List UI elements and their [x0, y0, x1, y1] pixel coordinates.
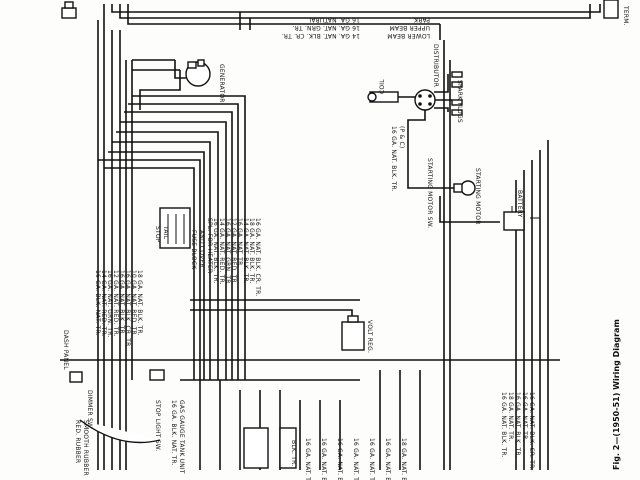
generator-icon	[185, 59, 211, 87]
fuse-wire-label: 16 GA. NAT. BLK. CR. TR.	[254, 218, 261, 297]
generator-label: GENERATOR	[218, 64, 225, 103]
battery-label: BATTERY	[516, 190, 523, 218]
figure-caption: Fig. 2—(1950-51) Wiring Diagram	[612, 319, 621, 470]
starting-motor-icon	[453, 180, 476, 196]
smooth-rubber-label: SMOOTH RUBBER	[82, 420, 89, 476]
wire-label-nat-blk-cr: 14 GA. NAT. BLK. CR. TR.	[281, 32, 360, 39]
bottom-wire-label: 18 GA. NAT. BLK. TR.	[400, 438, 407, 480]
harness-wire-label: 18 GA. NAT. BLK. TR.	[136, 270, 143, 336]
spark-plugs-icon	[451, 71, 463, 116]
tail-label: TAIL	[162, 226, 169, 240]
gas-gauge-label: GAS GAUGE TANK UNIT	[178, 400, 185, 474]
right-wire-label: 16 GA. NAT. BLK. TR.	[514, 392, 521, 458]
right-wire-label: 18 GA. NAT. TR.	[507, 392, 514, 442]
fuse-block-icon	[159, 207, 191, 249]
gauge-wire-label: 16 GA. BLK. NAT. TR.	[170, 400, 177, 466]
bottom-wire-label: 16 GA. NAT. BLK. TR.	[384, 438, 391, 480]
wire-label-nat-grn: 16 GA. NAT. GRN. TR.	[292, 24, 360, 31]
headlamp-connector-icon	[61, 1, 77, 19]
voltage-regulator-icon	[341, 315, 365, 351]
bottom-terminal-block-icon	[243, 427, 297, 469]
bottom-wire-label: 16 GA. NAT. TR.	[352, 438, 359, 480]
coil-label: COIL	[379, 79, 386, 94]
bottom-wire-label: 16 GA. NAT. TR.	[368, 438, 375, 480]
starting-motor-sw-label: STARTING MOTOR SW.	[426, 158, 433, 229]
gas-gauge-tank-unit-icon	[79, 419, 161, 444]
right-wire-label: 16 GA. NAT. BLK. TR.	[500, 392, 507, 458]
spark-plugs-label: SPARK PLUGS	[456, 80, 463, 123]
coil-wire-label: 16 GA. NAT. BLK. TR.	[390, 126, 397, 192]
battery-icon	[503, 206, 540, 231]
bottom-wire-label: 16 GA. NAT. TR.	[304, 438, 311, 480]
distributor-icon	[414, 89, 436, 111]
wire-label-lower-beam: LOWER BEAM	[387, 32, 430, 39]
p-c-label: (P & C)	[398, 126, 405, 149]
right-wire-label: 16 GA. NAT. TR.	[521, 392, 528, 442]
right-wire-label: 16 GA. NAT. BLK. CR. TR.	[528, 392, 535, 471]
wire-label-park: PARK	[413, 16, 430, 23]
tail-light-label: TERM.	[622, 6, 629, 26]
stop-label: STOP	[154, 226, 161, 243]
volt-reg-label: VOLT REG.	[366, 320, 373, 354]
dimmer-switch-icon	[69, 371, 83, 383]
fuse-block-label: FUSE BLOCK	[190, 230, 197, 270]
blk-tr-label: BLK. TR.	[290, 440, 297, 467]
red-rubber-label: RED. RUBBER	[74, 420, 81, 464]
tail-light-connector-icon	[603, 0, 619, 19]
and-cover-label: AND COVER	[198, 230, 205, 268]
starting-motor-label: STARTING MOTOR	[474, 168, 481, 225]
distributor-label: DISTRIBUTOR	[432, 44, 439, 88]
bottom-wire-label: 16 GA. NAT. BLK. TR.	[320, 438, 327, 480]
wire-label-upper-beam: UPPER BEAM	[389, 24, 430, 31]
stop-light-switch-icon	[149, 369, 165, 381]
stop-light-switch-label: STOP LIGHT SW.	[154, 400, 161, 452]
dash-panel-label: DASH PANEL	[62, 330, 69, 370]
wire-label-natural: 16 GA. NATURAL	[307, 16, 360, 23]
bottom-wire-label: 16 GA. NAT. BLK. TR.	[336, 438, 343, 480]
